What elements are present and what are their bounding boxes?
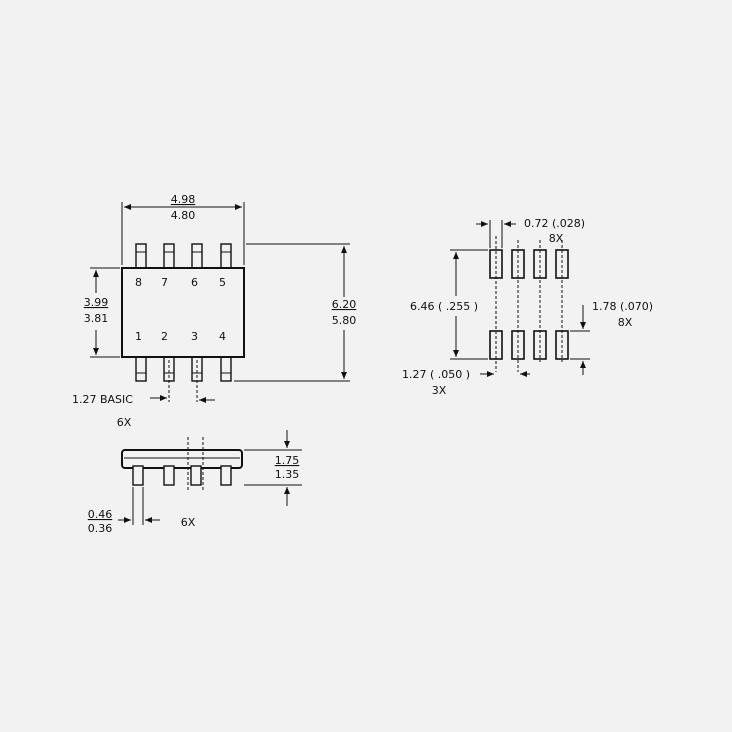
lead-width-max-label: 0.46 (88, 508, 113, 521)
overall-height-min-label: 5.80 (332, 314, 357, 327)
package-body (121, 267, 245, 358)
pin-label: 4 (219, 330, 226, 343)
pin-label: 7 (161, 276, 168, 289)
pad-width-label: 0.72 (.028) (524, 217, 585, 230)
footprint-pitch-count-label: 3X (432, 384, 447, 397)
footprint-pads-bottom (489, 330, 569, 360)
body-height-min-label: 3.81 (84, 312, 109, 325)
lead-width-dimension: 0.46 0.36 6X (88, 487, 196, 535)
pad-width-count-label: 8X (549, 232, 564, 245)
pad-length-dimension: 1.78 (.070) 8X (570, 300, 653, 375)
pad-length-count-label: 8X (618, 316, 633, 329)
width-max-label: 4.98 (171, 193, 196, 206)
overall-height-max-label: 6.20 (332, 298, 357, 311)
lead-width-min-label: 0.36 (88, 522, 113, 535)
width-min-label: 4.80 (171, 209, 196, 222)
bottom-leads (135, 354, 232, 382)
side-height-dimension: 1.75 1.35 (244, 430, 302, 506)
lead-count-label: 6X (181, 516, 196, 529)
side-height-min-label: 1.35 (275, 468, 300, 481)
overall-height-dimension: 6.20 5.80 (234, 243, 357, 382)
pin-label: 5 (219, 276, 226, 289)
pitch-count-label: 6X (117, 416, 132, 429)
pin-label: 2 (161, 330, 168, 343)
pad-length-label: 1.78 (.070) (592, 300, 653, 313)
pin-label: 8 (135, 276, 142, 289)
pin-label: 1 (135, 330, 142, 343)
row-spacing-dimension: 6.46 ( .255 ) (410, 249, 488, 360)
pitch-label: 1.27 BASIC (72, 393, 133, 406)
top-view: 8 7 6 5 1 2 3 4 4.98 4.80 3.99 3.81 (72, 193, 356, 429)
body-height-max-label: 3.99 (84, 296, 109, 309)
footprint-view: 0.72 (.028) 8X 6.46 ( .255 ) 1.78 (.070)… (402, 217, 653, 397)
width-dimension: 4.98 4.80 (121, 193, 245, 265)
pad-width-dimension: 0.72 (.028) 8X (476, 217, 585, 248)
pitch-dimension: 1.27 BASIC 6X (72, 360, 215, 429)
row-spacing-label: 6.46 ( .255 ) (410, 300, 478, 313)
side-body (121, 449, 243, 469)
pin-label: 3 (191, 330, 198, 343)
footprint-pitch-dimension: 1.27 ( .050 ) 3X (402, 368, 530, 397)
footprint-pitch-label: 1.27 ( .050 ) (402, 368, 470, 381)
top-leads (135, 243, 232, 271)
body-height-dimension: 3.99 3.81 (84, 267, 120, 358)
footprint-pads-top (489, 249, 569, 279)
side-height-max-label: 1.75 (275, 454, 300, 467)
side-view: 1.75 1.35 0.46 0.36 6X (88, 430, 302, 535)
pin-label: 6 (191, 276, 198, 289)
